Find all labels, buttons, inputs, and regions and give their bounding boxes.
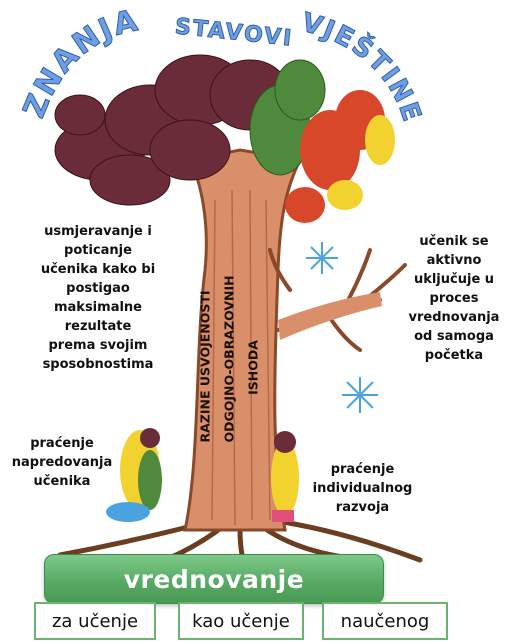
box-label: kao učenje — [192, 611, 290, 632]
box-label: naučenog — [341, 611, 430, 632]
trunk-label-line3: ISHODA — [246, 293, 261, 443]
note-left-bottom: praćenje napredovanja učenika — [2, 434, 122, 491]
note-left-top: usmjeravanje i poticanje učenika kako bi… — [18, 222, 178, 374]
box-label: za učenje — [52, 611, 138, 632]
snowflake-icon — [306, 242, 338, 274]
trunk-label-line2: ODGOJNO-OBRAZOVNIH — [222, 293, 237, 443]
box-kao-ucenje: kao učenje — [178, 602, 304, 640]
box-za-ucenje: za učenje — [34, 602, 156, 640]
arc-label-stavovi: STAVOVI — [174, 14, 295, 51]
trunk-label-line1: RAZINE USVOJENOSTI — [198, 293, 213, 443]
box-naucenog: naučenog — [322, 602, 448, 640]
note-right-bottom: praćenje individualnog razvoja — [300, 460, 425, 517]
note-right-top: učenik se aktivno uključuje u proces vre… — [395, 232, 513, 365]
vrednovanje-banner: vrednovanje — [44, 554, 384, 604]
snowflake-icon — [342, 377, 378, 413]
banner-label: vrednovanje — [124, 565, 304, 594]
